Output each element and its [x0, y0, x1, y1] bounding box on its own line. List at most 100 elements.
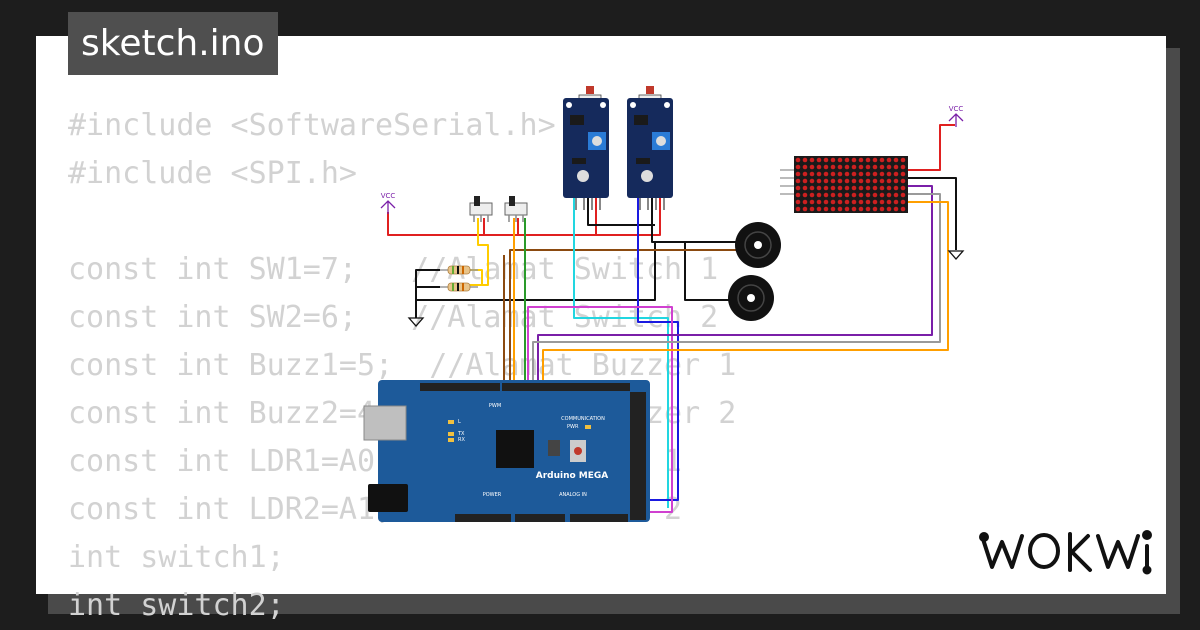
matrix-led: [865, 199, 871, 205]
led-matrix[interactable]: [780, 156, 908, 213]
matrix-led: [830, 185, 836, 191]
matrix-led: [886, 171, 892, 177]
vcc-symbol: VCC: [380, 192, 396, 214]
matrix-led: [858, 206, 864, 212]
code-line: const int Buzz1=5; //Alamat Buzzer 1: [68, 348, 737, 383]
matrix-led: [900, 192, 906, 198]
buzzer-1[interactable]: [735, 222, 781, 268]
header-pins: [455, 514, 511, 522]
code-line: const int SW1=7; //Alamat Switch 1: [68, 252, 719, 287]
resistor[interactable]: [440, 282, 478, 292]
matrix-led: [795, 178, 801, 184]
matrix-led: [809, 164, 815, 170]
buzzer-2[interactable]: [728, 275, 774, 321]
matrix-led: [830, 171, 836, 177]
microcontroller-chip: [496, 430, 534, 468]
matrix-led: [872, 199, 878, 205]
matrix-led: [830, 157, 836, 163]
wire-gnd-main: [416, 242, 656, 301]
matrix-led: [851, 171, 857, 177]
header-pins: [570, 514, 628, 522]
matrix-led: [823, 157, 829, 163]
wire-matrix-din: [537, 185, 933, 385]
svg-text:VCC: VCC: [949, 105, 964, 113]
wire-matrix-clk: [542, 201, 949, 385]
matrix-led: [802, 185, 808, 191]
matrix-led: [802, 178, 808, 184]
wire-buzzer1-signal: [509, 249, 750, 385]
matrix-led: [795, 199, 801, 205]
wires: [387, 124, 957, 520]
matrix-led: [844, 178, 850, 184]
header-pins: [515, 514, 565, 522]
matrix-led: [802, 192, 808, 198]
matrix-led: [823, 178, 829, 184]
matrix-led: [893, 192, 899, 198]
matrix-led: [879, 178, 885, 184]
svg-text:VCC: VCC: [381, 192, 396, 200]
ldr-module-2[interactable]: [627, 86, 673, 210]
matrix-led: [872, 192, 878, 198]
matrix-led: [872, 171, 878, 177]
matrix-led: [865, 178, 871, 184]
matrix-led: [837, 178, 843, 184]
matrix-led: [865, 185, 871, 191]
matrix-led: [872, 178, 878, 184]
matrix-led: [816, 171, 822, 177]
matrix-led: [879, 164, 885, 170]
code-line: int switch1;: [68, 540, 285, 575]
matrix-led: [802, 206, 808, 212]
matrix-led: [858, 192, 864, 198]
matrix-led: [809, 192, 815, 198]
matrix-led: [865, 171, 871, 177]
matrix-led: [865, 164, 871, 170]
matrix-led: [900, 157, 906, 163]
wire-matrix-vcc: [908, 124, 955, 171]
matrix-led: [823, 192, 829, 198]
led-l-label: L: [458, 419, 461, 425]
matrix-led: [851, 199, 857, 205]
matrix-led: [823, 185, 829, 191]
header-pins: [630, 392, 646, 520]
wokwi-logo[interactable]: [942, 490, 1152, 580]
wire-gnd-res-a: [415, 269, 440, 318]
matrix-led: [816, 185, 822, 191]
resistor[interactable]: [440, 265, 478, 275]
matrix-led: [900, 178, 906, 184]
slide-switch-2[interactable]: [504, 196, 528, 222]
matrix-led: [886, 192, 892, 198]
code-line: const int SW2=6; //Alamat Switch 2: [68, 300, 719, 335]
matrix-led: [893, 157, 899, 163]
matrix-led: [816, 199, 822, 205]
matrix-led: [872, 157, 878, 163]
matrix-led: [858, 164, 864, 170]
code-preview: #include <SoftwareSerial.h>#include <SPI…: [68, 102, 736, 630]
power-jack: [368, 484, 408, 512]
matrix-led: [795, 164, 801, 170]
matrix-led: [809, 157, 815, 163]
matrix-led: [893, 171, 899, 177]
matrix-led: [837, 206, 843, 212]
matrix-led: [830, 192, 836, 198]
board-label: Arduino MEGA: [536, 471, 609, 481]
matrix-led: [893, 164, 899, 170]
matrix-led: [816, 192, 822, 198]
matrix-led: [851, 164, 857, 170]
matrix-led: [844, 157, 850, 163]
matrix-led: [879, 192, 885, 198]
matrix-led: [816, 157, 822, 163]
ground-icon: [947, 250, 965, 260]
header-pins: [560, 383, 630, 391]
power-label: POWER: [483, 492, 502, 498]
slide-switch-1[interactable]: [469, 196, 493, 222]
matrix-led: [809, 206, 815, 212]
matrix-led: [858, 185, 864, 191]
matrix-led: [830, 206, 836, 212]
matrix-led: [886, 157, 892, 163]
matrix-led: [802, 199, 808, 205]
arduino-mega[interactable]: Arduino MEGA PWM COMMUNICATION POWER ANA…: [363, 380, 650, 522]
matrix-led: [795, 185, 801, 191]
ldr-module-1[interactable]: [563, 86, 609, 210]
matrix-led: [900, 199, 906, 205]
